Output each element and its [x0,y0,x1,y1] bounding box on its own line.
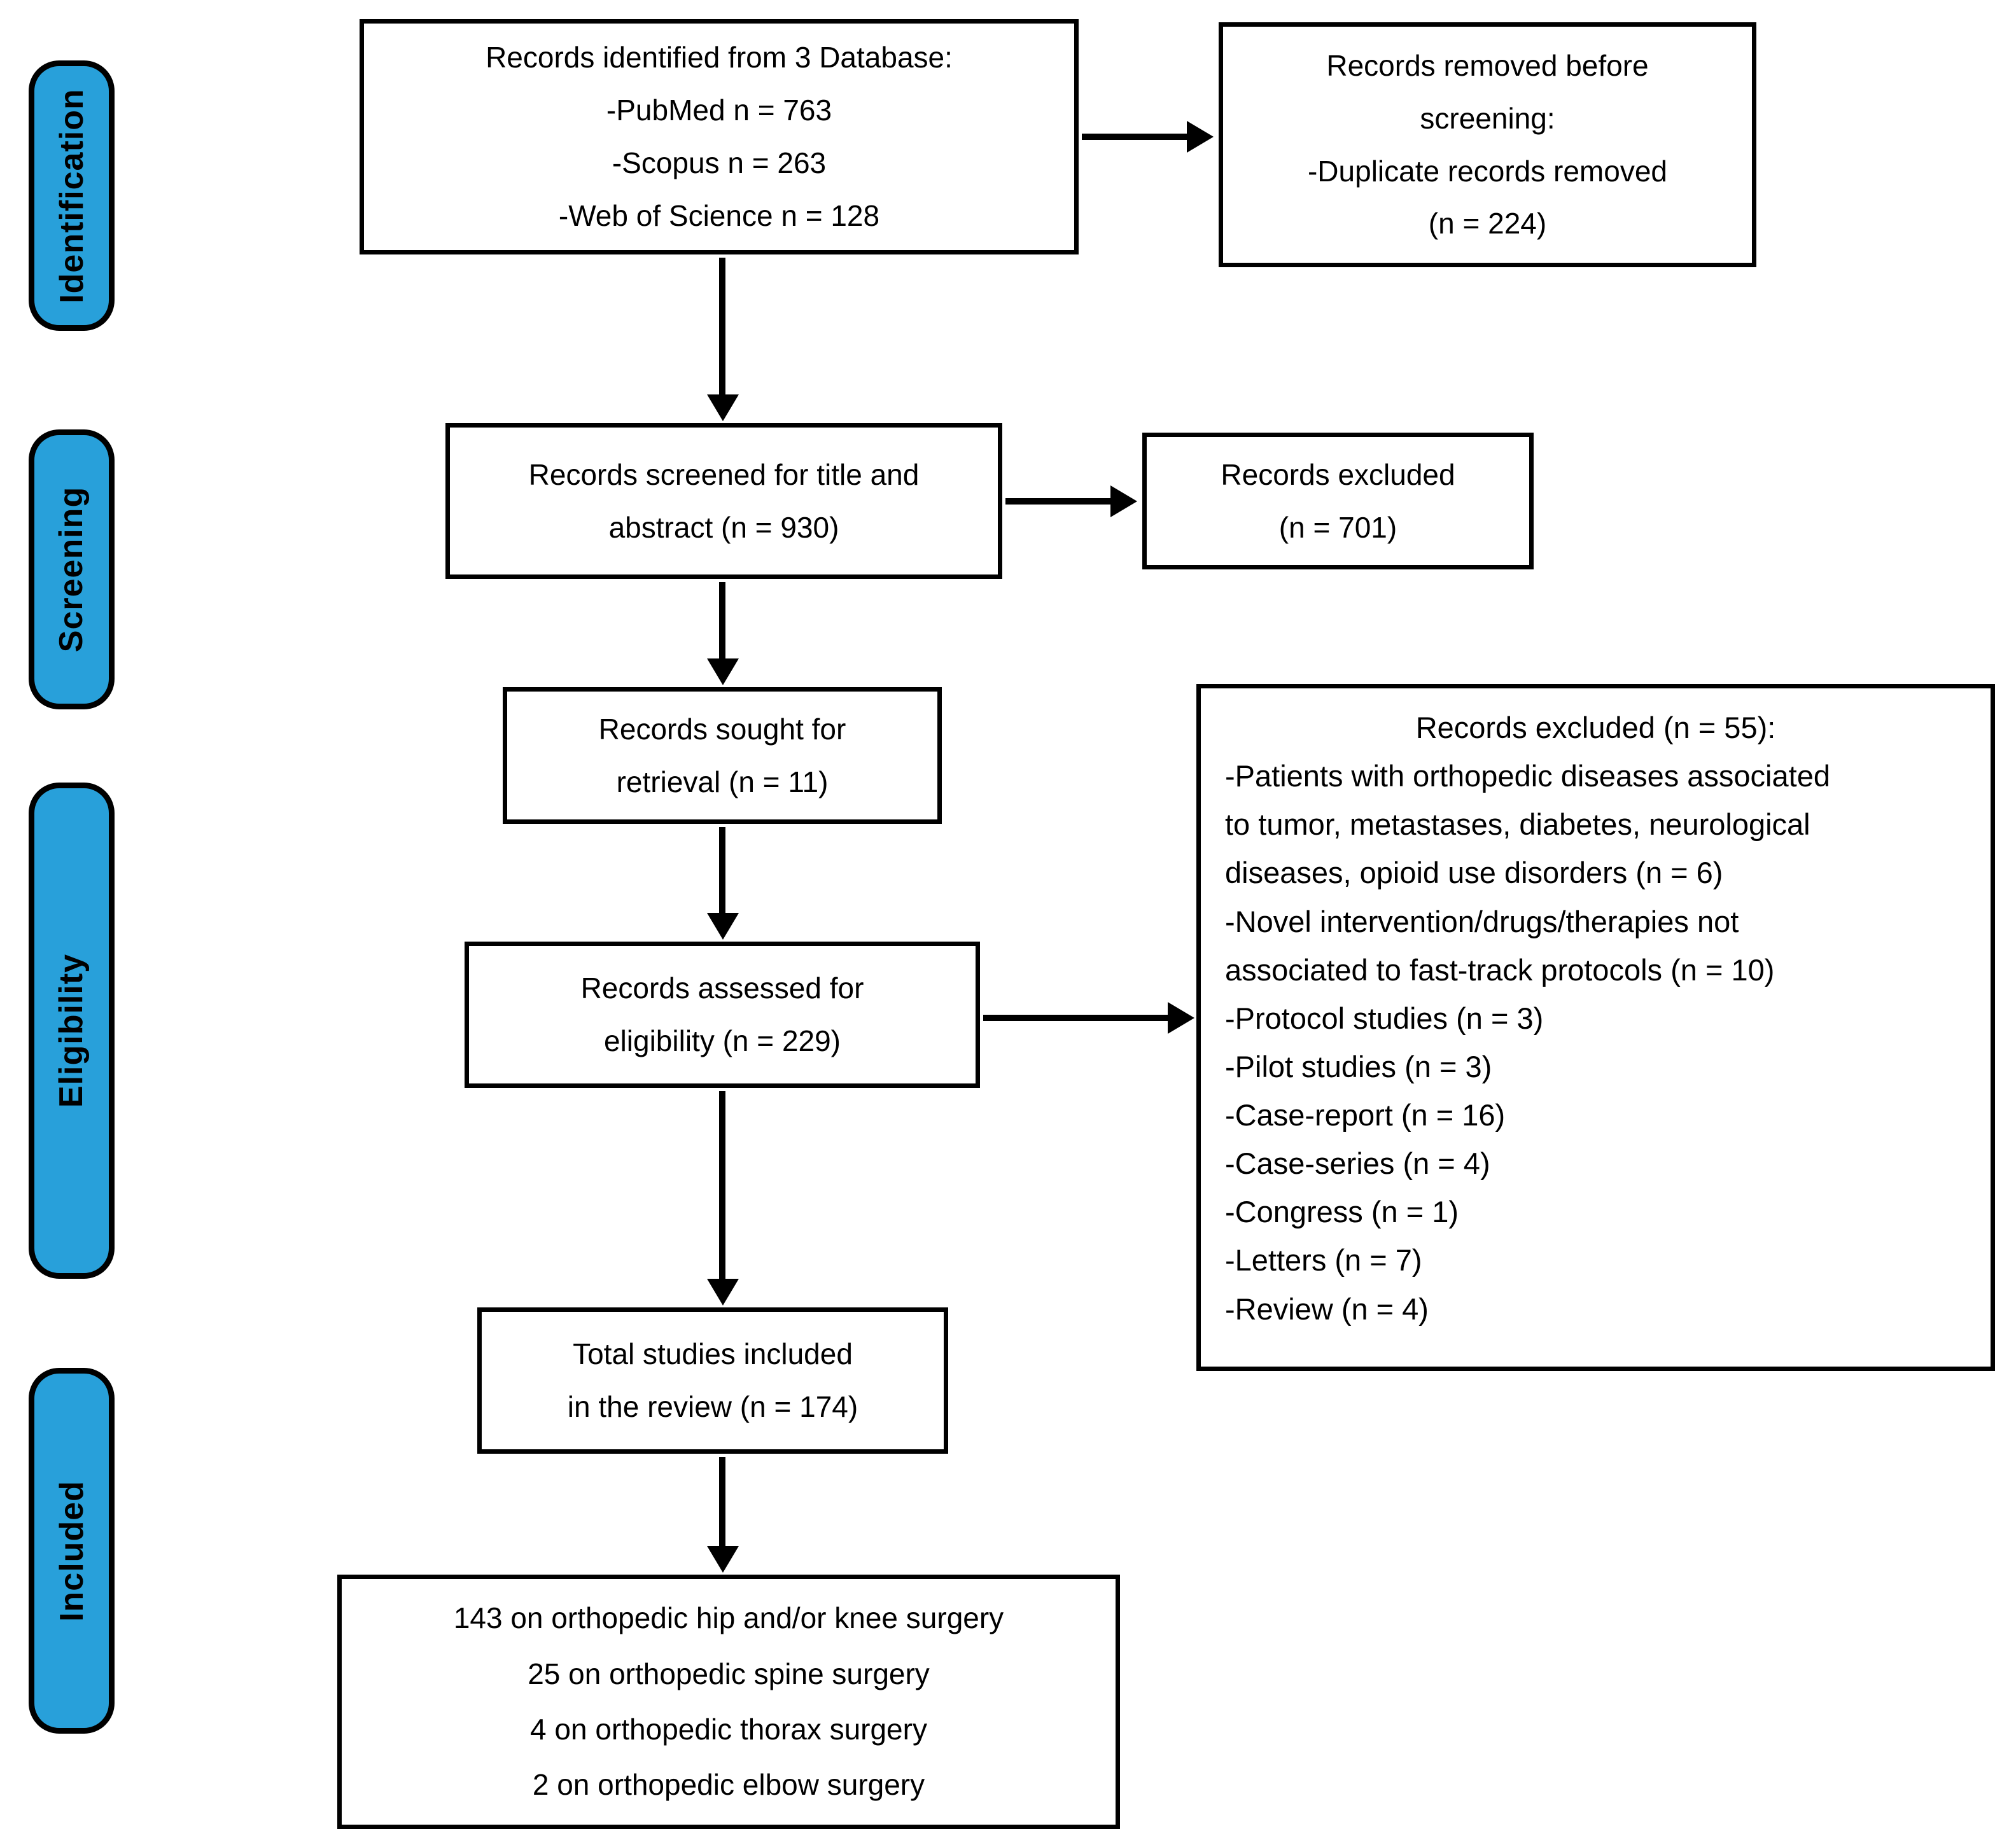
arrow-total-to-final-line [719,1457,725,1546]
box-line: 143 on orthopedic hip and/or knee surger… [453,1601,1004,1635]
box-line: -Web of Science n = 128 [558,198,880,232]
box-line: Records removed before [1326,48,1649,82]
box-records-sought: Records sought for retrieval (n = 11) [503,687,942,824]
box-line: -Congress (n = 1) [1225,1195,1459,1229]
box-line: -Scopus n = 263 [612,146,827,179]
box-line: -PubMed n = 763 [606,94,832,127]
arrow-assessed-to-excluded-line [983,1015,1168,1021]
box-records-identified: Records identified from 3 Database: -Pub… [360,19,1079,254]
box-line: -Letters (n = 7) [1225,1243,1422,1278]
arrow-screened-to-excluded-line [1005,498,1110,505]
arrow-screened-to-sought-head [707,658,739,685]
box-line: -Patients with orthopedic diseases assoc… [1225,759,1830,793]
box-line: retrieval (n = 11) [616,765,829,798]
box-line: Records assessed for [580,971,864,1005]
arrow-identified-to-screened-head [707,394,739,421]
box-records-excluded-screening: Records excluded (n = 701) [1142,433,1534,569]
stage-label: Included [53,1480,90,1622]
arrow-sought-to-assessed-head [707,913,739,940]
arrow-assessed-to-total-line [719,1091,725,1279]
box-line: Records sought for [598,712,846,746]
arrow-assessed-to-total-head [707,1279,739,1305]
box-line: (n = 224) [1428,207,1547,240]
arrow-identified-to-screened-line [719,258,725,394]
stage-label: Identification [53,88,90,303]
box-line: Total studies included [573,1337,853,1371]
box-line: diseases, opioid use disorders (n = 6) [1225,856,1723,890]
stage-label: Eligibility [53,953,90,1108]
box-heading: Records excluded (n = 55): [1415,711,1776,744]
arrow-screened-to-sought-line [719,582,725,658]
arrow-assessed-to-excluded-head [1168,1002,1194,1034]
box-total-included: Total studies included in the review (n … [477,1307,948,1454]
box-line: 4 on orthopedic thorax surgery [530,1713,927,1746]
box-records-removed-before-screening: Records removed before screening: -Dupli… [1219,22,1756,267]
box-line: eligibility (n = 229) [603,1024,841,1057]
box-records-screened: Records screened for title and abstract … [445,423,1002,579]
arrow-sought-to-assessed-line [719,827,725,913]
box-line: in the review (n = 174) [567,1390,858,1423]
box-line: Records excluded [1221,457,1455,491]
box-line: 25 on orthopedic spine surgery [528,1657,930,1690]
box-final-breakdown: 143 on orthopedic hip and/or knee surger… [337,1575,1120,1829]
box-line: screening: [1420,101,1555,135]
box-line: 2 on orthopedic elbow surgery [532,1768,925,1802]
stage-included: Included [29,1368,115,1734]
box-line: abstract (n = 930) [608,510,839,544]
box-line: -Case-series (n = 4) [1225,1146,1490,1181]
arrow-identified-to-removed-line [1082,134,1187,140]
arrow-screened-to-excluded-head [1110,485,1137,517]
box-line: -Pilot studies (n = 3) [1225,1049,1492,1083]
stage-eligibility: Eligibility [29,783,115,1279]
box-line: -Review (n = 4) [1225,1291,1429,1326]
box-line: to tumor, metastases, diabetes, neurolog… [1225,807,1810,842]
box-line: -Protocol studies (n = 3) [1225,1001,1544,1035]
box-line: -Novel intervention/drugs/therapies not [1225,904,1739,938]
box-records-assessed: Records assessed for eligibility (n = 22… [465,942,980,1088]
box-line: Records screened for title and [528,457,920,491]
box-line: -Duplicate records removed [1307,154,1667,188]
stage-label: Screening [53,486,90,653]
stage-screening: Screening [29,429,115,709]
box-line: -Case-report (n = 16) [1225,1098,1506,1132]
box-line: Records identified from 3 Database: [486,41,953,74]
box-records-excluded-eligibility: Records excluded (n = 55): -Patients wit… [1196,684,1995,1371]
box-line: (n = 701) [1278,510,1397,544]
arrow-identified-to-removed-head [1187,121,1214,153]
box-line: associated to fast-track protocols (n = … [1225,952,1775,987]
arrow-total-to-final-head [707,1546,739,1573]
stage-identification: Identification [29,60,115,331]
